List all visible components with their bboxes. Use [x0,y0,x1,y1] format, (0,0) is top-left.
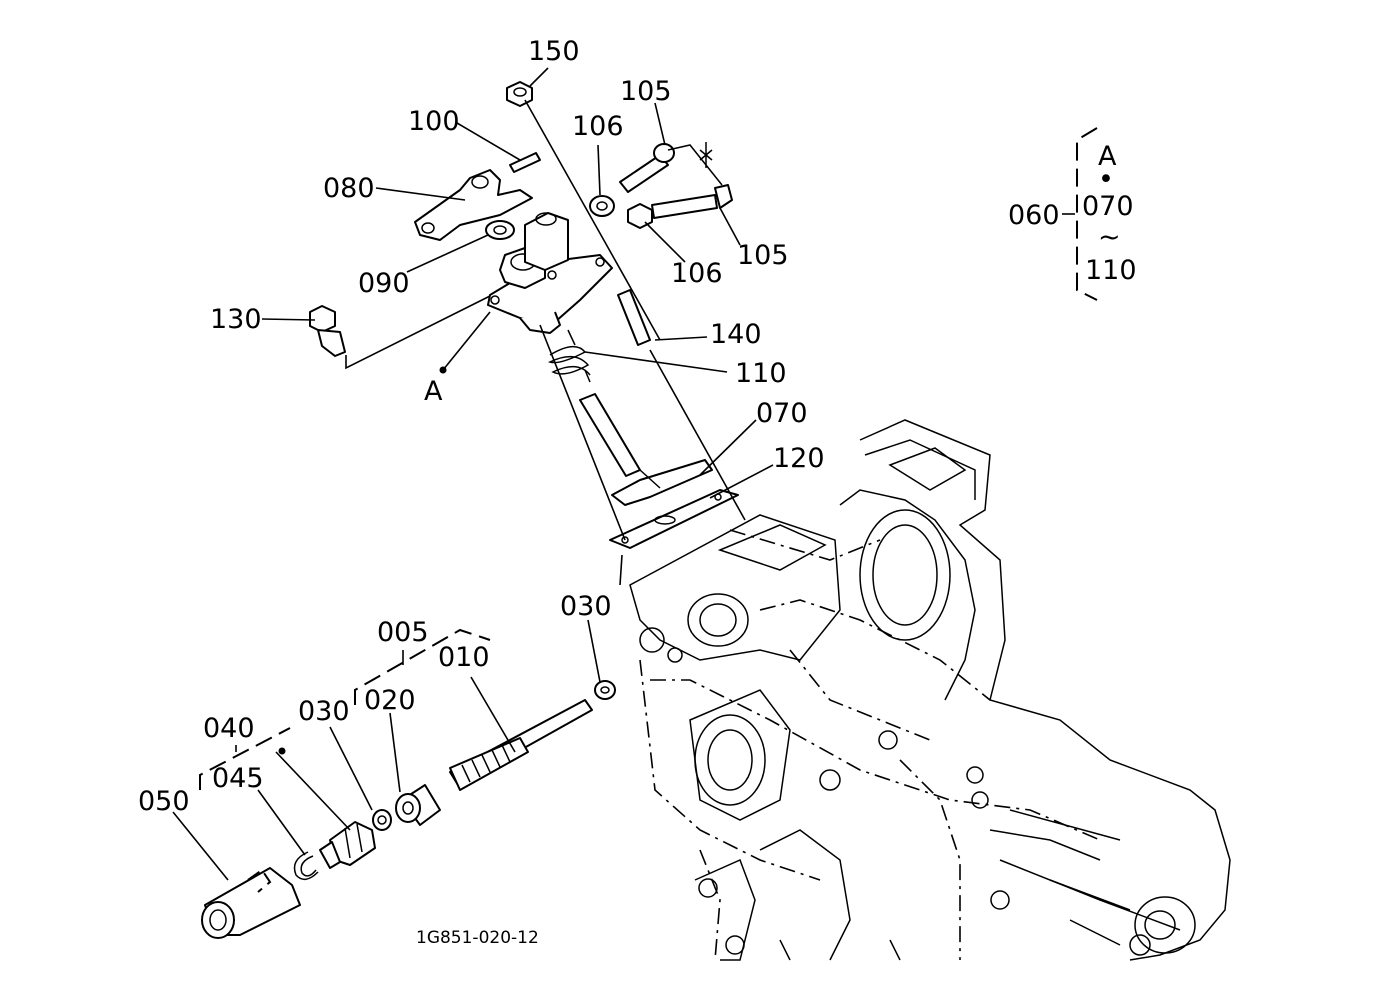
figure-code: 1G851-020-12 [416,928,539,948]
assembly-group-060: 060 [1008,200,1060,231]
callout-090: 090 [358,268,410,299]
part-110-spring [547,329,591,383]
callout-100: 100 [408,106,460,137]
bracket-040 [199,727,291,790]
dot-A [439,366,447,374]
callout-106-upper: 106 [572,111,624,142]
part-105-bolt-upper [619,142,713,193]
part-090-washer [485,220,515,240]
part-106-nut-upper [589,195,615,217]
callout-140: 140 [710,319,762,350]
governor-housing [487,212,613,334]
centerline-140 [649,349,746,521]
part-105-bolt-lower [651,144,733,219]
callout-030-left: 030 [298,696,350,727]
part-100-pin [509,152,541,173]
assembly-from-070: 070 [1082,191,1134,222]
part-040-holder [319,821,376,869]
dot-040 [278,747,286,755]
callout-130: 130 [210,304,262,335]
callout-105-upper: 105 [620,76,672,107]
callout-110: 110 [735,358,787,389]
gear-case-housing [629,419,1231,961]
callout-030-right: 030 [560,591,612,622]
centerline-150 [524,99,661,341]
part-030-washer-left [372,809,392,831]
callout-106-lower: 106 [671,258,723,289]
callout-150: 150 [528,36,580,67]
callout-080: 080 [323,173,375,204]
assembly-note: 060 A • 070 ~ 110 [1008,127,1137,301]
callout-050: 050 [138,786,190,817]
callout-005: 005 [377,617,429,648]
callout-105-lower: 105 [737,240,789,271]
leader-lines [172,67,774,881]
callout-070: 070 [756,398,808,429]
callout-120: 120 [773,443,825,474]
part-030-washer-right [594,680,616,700]
callout-010: 010 [438,642,490,673]
part-130-bolt [309,305,346,357]
callout-020: 020 [364,685,416,716]
bracket-005 [354,628,491,705]
part-080-lever [414,169,533,241]
part-045-snap-ring [293,851,319,881]
centerline-drop [619,554,623,586]
part-010-shaft [449,699,593,791]
callout-040: 040 [203,713,255,744]
part-150-nut [506,81,533,107]
assembly-dot: • [1098,164,1114,195]
part-140-stud [617,289,651,346]
assembly-ref-A: A [1098,141,1117,172]
callout-A: A [424,376,443,407]
part-020-sleeve [395,784,441,826]
assembly-to-110: 110 [1085,255,1137,286]
part-070-fork-shaft [579,393,713,506]
part-120-gasket [609,489,739,549]
assembly-tilde: ~ [1098,222,1121,253]
part-050-sleeve [201,867,301,939]
callout-045: 045 [212,763,264,794]
centerline-governor [539,324,626,541]
